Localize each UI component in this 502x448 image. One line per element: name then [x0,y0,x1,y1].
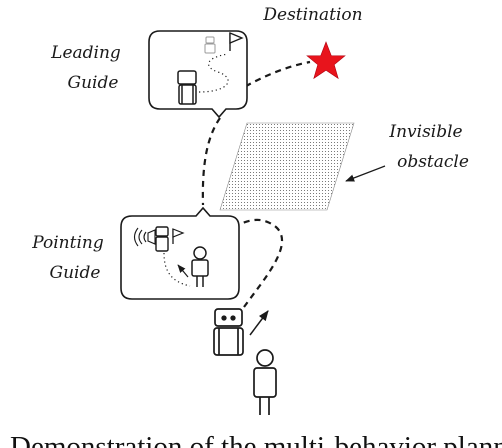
destination-label: Destination [262,5,362,25]
robot-icon [155,226,169,252]
path-robot-to-pointing [239,218,283,308]
leading-guide-callout [148,30,248,119]
caption-text: Demonstration of the multi-behavior plan… [10,431,502,448]
robot-icon [204,36,216,54]
pointing-guide-callout [120,206,240,300]
invisible-obstacle-label-line2: obstacle [397,152,469,172]
leading-route [198,53,229,93]
person-icon [253,349,277,415]
star-icon [306,41,346,80]
flag-icon [172,228,185,244]
robot-icon [177,70,197,105]
leading-guide-label-line2: Guide [68,73,119,93]
flag-icon [229,32,244,51]
motion-arrow [249,310,269,336]
person-icon [191,246,209,287]
path-leading-to-pointing [201,117,221,206]
pointing-direction-arrow [177,264,189,278]
robot-icon [213,308,244,356]
obstacle-pointer-arrow [345,165,386,182]
pointing-guide-label-line1: Pointing [31,233,104,253]
pointing-route [163,252,191,287]
invisible-obstacle-label-line1: Invisible [388,122,462,142]
invisible-obstacle [219,122,355,211]
speaker-icon [133,227,156,247]
leading-guide-label-line1: Leading [50,43,121,63]
pointing-guide-label-line2: Guide [50,263,101,283]
